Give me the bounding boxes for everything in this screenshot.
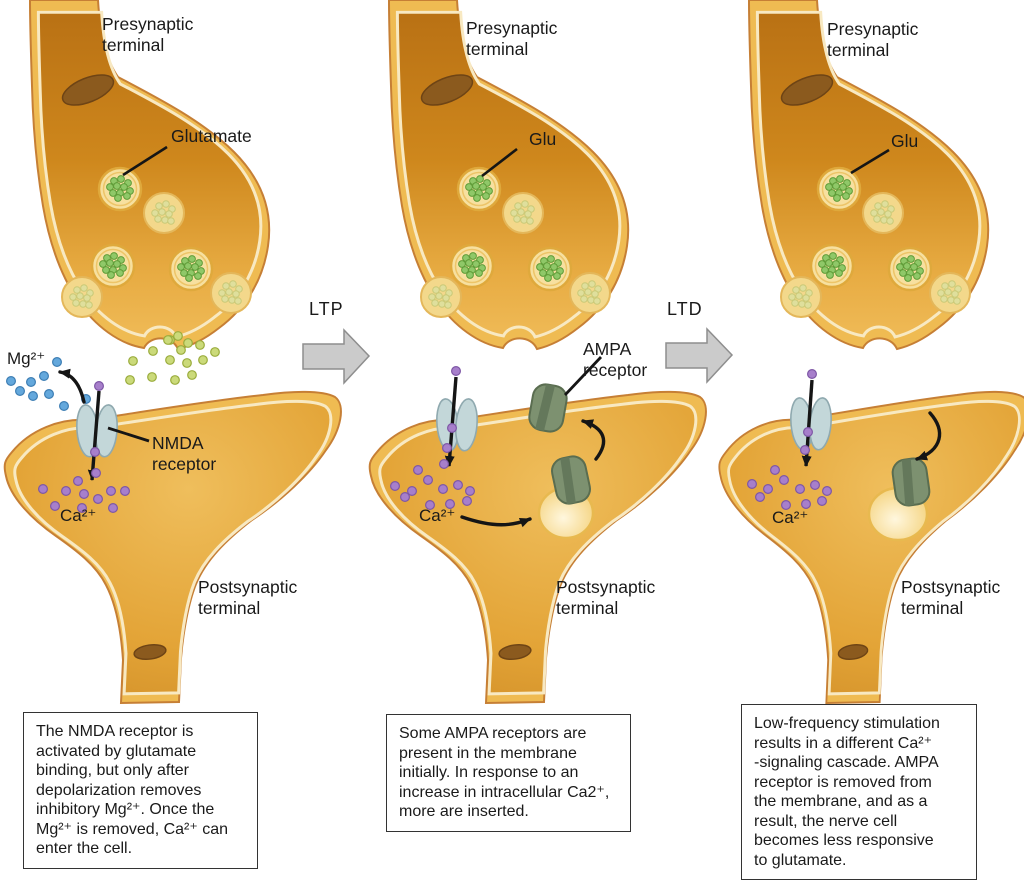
ampa-receptor-label: AMPA receptor (583, 339, 648, 380)
panel-nmda-baseline (5, 0, 341, 703)
ampa-removal-arrow (915, 411, 942, 461)
mg-label: Mg²⁺ (7, 349, 46, 368)
nmda-receptor-shape (434, 397, 480, 453)
mg-release-arrow (58, 368, 86, 404)
glu-label: Glu (529, 129, 557, 149)
postsynaptic-label: Postsynaptic terminal (901, 577, 1001, 618)
ca-label: Ca²⁺ (772, 508, 809, 527)
ca-label: Ca²⁺ (419, 506, 456, 525)
glu-leader-line (481, 147, 518, 178)
ltd-label: LTD (667, 299, 703, 319)
ca-label: Ca²⁺ (60, 506, 97, 525)
glutamate-leader-line (122, 145, 168, 177)
calcium-ion-entering (451, 366, 461, 376)
panel-ltd (719, 0, 1024, 703)
ltd-block-arrow (665, 328, 733, 383)
caption-ltd: Low-frequency stimulation results in a d… (741, 704, 977, 880)
ampa-receptor-shape-removing (889, 455, 933, 509)
calcium-ion-entering (93, 381, 105, 391)
glu-label: Glu (891, 131, 919, 151)
glu-leader-line (850, 148, 890, 175)
ca-influx-arrow (87, 390, 101, 481)
ca-signal-arrow (460, 515, 532, 528)
glutamate-label: Glutamate (171, 126, 252, 146)
postsynaptic-label: Postsynaptic terminal (556, 577, 656, 618)
presynaptic-label: Presynaptic terminal (466, 18, 558, 59)
presynaptic-label: Presynaptic terminal (827, 19, 919, 60)
caption-nmda: The NMDA receptor is activated by glutam… (23, 712, 258, 869)
postsynaptic-terminal-shape (719, 392, 1024, 703)
presynaptic-label: Presynaptic terminal (102, 14, 194, 55)
postsynaptic-terminal-shape (370, 392, 706, 703)
ltp-label: LTP (309, 299, 344, 319)
nmda-leader-line (107, 426, 150, 443)
ampa-leader-line (563, 356, 603, 396)
caption-ltp: Some AMPA receptors are present in the m… (386, 714, 631, 832)
ampa-insertion-arrow (581, 419, 606, 461)
panel-ltp (370, 0, 706, 703)
ltp-block-arrow (302, 329, 370, 384)
nmda-receptor-label: NMDA receptor (152, 433, 217, 474)
calcium-ion-entering (806, 369, 818, 379)
postsynaptic-label: Postsynaptic terminal (198, 577, 298, 618)
